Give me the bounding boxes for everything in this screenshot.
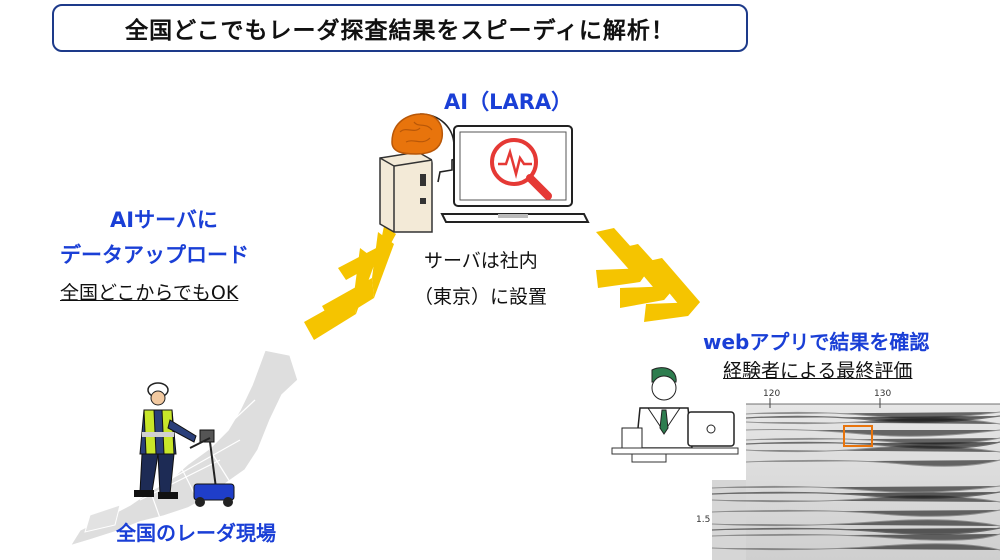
japan-map-icon <box>68 349 299 548</box>
expert-evaluation-label: 経験者による最終評価 <box>723 360 913 382</box>
ai-label: AI（LARA） <box>444 90 573 114</box>
upload-label-line1: AIサーバに <box>110 208 218 232</box>
server-location-line1: サーバは社内 <box>424 250 538 272</box>
magnifier-icon <box>490 138 552 200</box>
chevron-arrows-download-icon <box>596 228 700 322</box>
businessman-icon <box>611 367 739 463</box>
server-location-line2: （東京）に設置 <box>414 286 548 308</box>
site-label: 全国のレーダ現場 <box>116 521 276 545</box>
radargram-tick-x2: 130 <box>874 389 892 399</box>
anywhere-note: 全国どこからでもOK <box>60 282 239 304</box>
radargram-tick-x1: 120 <box>763 389 781 399</box>
brain-icon <box>391 113 460 183</box>
page-title: 全国どこでもレーダ探査結果をスピーディに解析！ <box>52 4 748 52</box>
gpr-cart-icon <box>189 429 235 507</box>
radargram-image <box>711 398 1000 560</box>
chevron-arrows-upload-icon-2 <box>338 226 396 280</box>
radargram-tick-y: 1.5 <box>696 515 711 525</box>
upload-label-line2: データアップロード <box>60 243 249 267</box>
worker-icon <box>134 382 197 499</box>
webapp-label: webアプリで結果を確認 <box>703 330 930 354</box>
server-icon <box>379 151 433 233</box>
